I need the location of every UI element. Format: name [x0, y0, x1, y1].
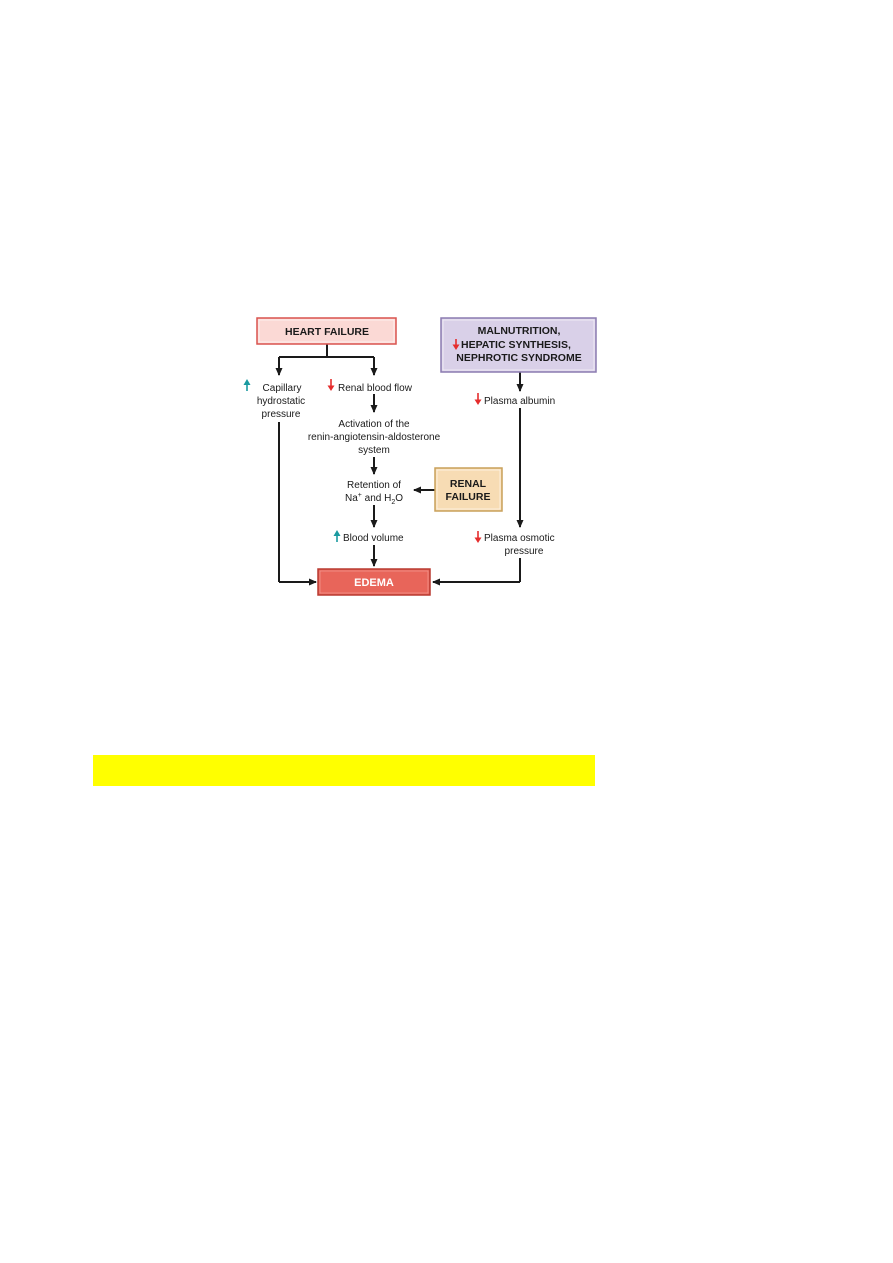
blood-volume-node: Blood volume — [333, 530, 404, 544]
plasma-albumin-label: Plasma albumin — [484, 396, 555, 407]
malnutrition-box: MALNUTRITION, HEPATIC SYNTHESIS, NEPHROT… — [440, 317, 597, 373]
activation-node: Activation of the renin-angiotensin-aldo… — [308, 419, 441, 456]
blood-volume-label: Blood volume — [343, 533, 404, 544]
activation-label-line1: Activation of the — [338, 419, 410, 430]
retention-label-line2: Na+ and H2O — [345, 492, 403, 506]
heart-failure-label: HEART FAILURE — [285, 326, 369, 338]
capillary-label-line2: hydrostatic — [257, 396, 305, 407]
plasma-albumin-node: Plasma albumin — [474, 393, 555, 407]
plasma-osmotic-label-line2: pressure — [505, 546, 544, 557]
capillary-label-line1: Capillary — [263, 383, 302, 394]
activation-label-line2: renin-angiotensin-aldosterone — [308, 432, 441, 443]
edema-box: EDEMA — [317, 568, 431, 596]
malnutrition-label-line1: MALNUTRITION, — [478, 325, 561, 337]
capillary-label-line3: pressure — [262, 409, 301, 420]
renal-failure-label-line1: RENAL — [450, 478, 487, 490]
malnutrition-label-line2: HEPATIC SYNTHESIS, — [461, 339, 571, 351]
renal-blood-flow-label: Renal blood flow — [338, 383, 413, 394]
retention-label-line1: Retention of — [347, 480, 401, 491]
renal-failure-box: RENAL FAILURE — [434, 467, 503, 512]
capillary-node: Capillary hydrostatic pressure — [243, 379, 305, 420]
yellow-highlight-bar — [93, 755, 595, 786]
activation-label-line3: system — [358, 445, 390, 456]
malnutrition-label-line3: NEPHROTIC SYNDROME — [456, 352, 581, 364]
red-down-arrow-icon — [452, 339, 460, 350]
connectors — [275, 344, 524, 586]
plasma-osmotic-label-line1: Plasma osmotic — [484, 533, 555, 544]
heart-failure-box: HEART FAILURE — [256, 317, 397, 345]
renal-failure-label-line2: FAILURE — [446, 491, 491, 503]
renal-blood-flow-node: Renal blood flow — [327, 379, 413, 394]
teal-up-arrow-icon — [333, 530, 341, 542]
plasma-osmotic-node: Plasma osmotic pressure — [474, 531, 555, 557]
red-down-arrow-icon — [474, 393, 482, 405]
red-down-arrow-icon — [474, 531, 482, 543]
edema-label: EDEMA — [354, 577, 394, 589]
retention-node: Retention of Na+ and H2O — [345, 480, 403, 506]
teal-up-arrow-icon — [243, 379, 251, 391]
red-down-arrow-icon — [327, 379, 335, 391]
